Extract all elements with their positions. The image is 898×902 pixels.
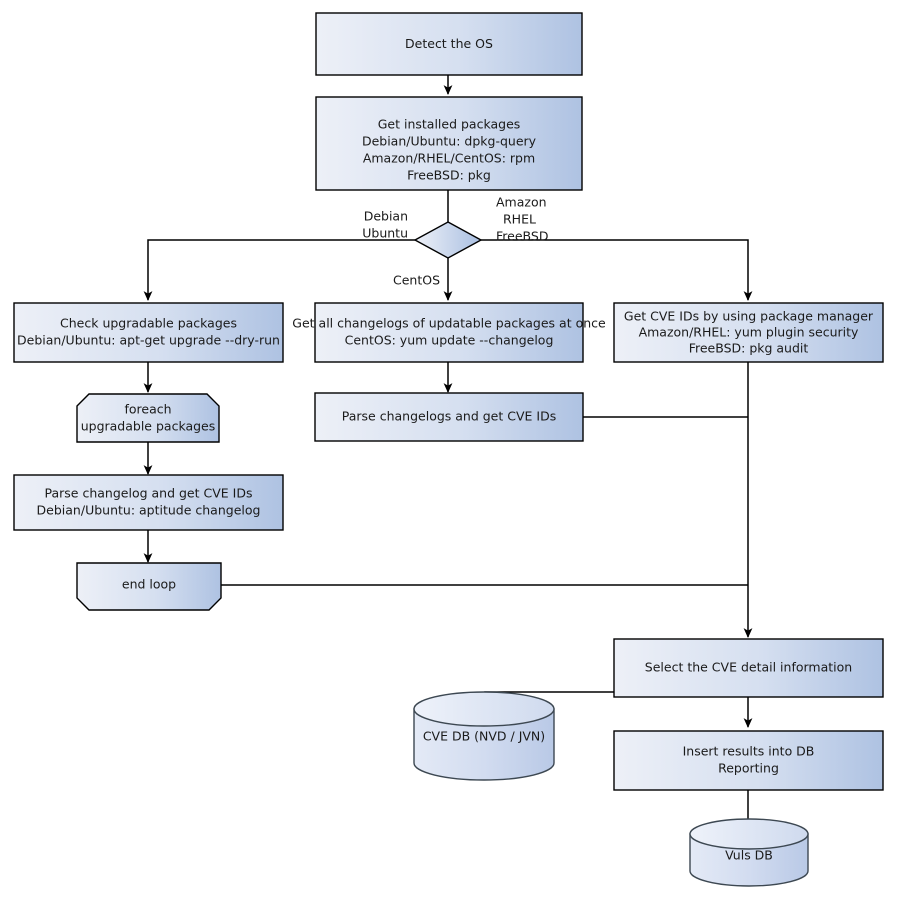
detect-os-box[interactable]: [315, 12, 583, 76]
vuls-db-label: Vuls DB: [725, 848, 773, 863]
node-check-upgradable[interactable]: Check upgradable packages Debian/Ubuntu:…: [13, 302, 284, 363]
foreach-line-2: upgradable packages: [81, 419, 216, 434]
insert-results-line-2: Reporting: [718, 761, 779, 776]
cve-db-label: CVE DB (NVD / JVN): [423, 729, 545, 744]
foreach-line-1: foreach: [124, 402, 171, 417]
node-foreach-loop-start[interactable]: foreach upgradable packages: [76, 393, 220, 443]
node-end-loop[interactable]: end loop: [76, 562, 222, 611]
get-cve-ids-line-3: FreeBSD: pkg audit: [689, 341, 809, 356]
node-os-decision[interactable]: [413, 221, 483, 259]
node-get-installed-packages[interactable]: Get installed packages Debian/Ubuntu: dp…: [315, 96, 583, 191]
label-rhel: RHEL: [503, 212, 536, 227]
insert-results-line-1: Insert results into DB: [683, 744, 815, 759]
foreach-loop-shape[interactable]: [76, 393, 220, 443]
get-installed-packages-line-1: Get installed packages: [378, 117, 521, 132]
edge-decision-to-get-cve-ids: [481, 239, 753, 302]
node-get-cve-ids-pkgmgr[interactable]: Get CVE IDs by using package manager Ama…: [613, 302, 884, 363]
parse-changelogs-bulk-box[interactable]: [314, 392, 584, 442]
get-installed-packages-line-2: Debian/Ubuntu: dpkg-query: [362, 134, 537, 149]
select-cve-detail-box[interactable]: [613, 638, 884, 698]
node-parse-changelog-single[interactable]: Parse changelog and get CVE IDs Debian/U…: [13, 474, 284, 531]
check-upgradable-box[interactable]: [13, 302, 284, 363]
check-upgradable-line-2: Debian/Ubuntu: apt-get upgrade --dry-run: [17, 333, 280, 348]
get-cve-ids-pkgmgr-box[interactable]: [613, 302, 884, 363]
node-cve-db[interactable]: CVE DB (NVD / JVN): [413, 691, 555, 781]
get-installed-packages-line-3: Amazon/RHEL/CentOS: rpm: [363, 151, 535, 166]
insert-results-box[interactable]: [613, 730, 884, 791]
get-installed-packages-box[interactable]: [315, 96, 583, 191]
node-select-cve-detail[interactable]: Select the CVE detail information: [613, 638, 884, 698]
edge-label-centos: CentOS: [393, 273, 440, 288]
os-decision-diamond[interactable]: [413, 221, 483, 259]
node-parse-changelogs-bulk[interactable]: Parse changelogs and get CVE IDs: [314, 392, 584, 442]
get-all-changelogs-line-2: CentOS: yum update --changelog: [345, 333, 554, 348]
edge-label-amazon-rhel-freebsd: Amazon RHEL FreeBSD: [496, 195, 548, 244]
get-cve-ids-line-2: Amazon/RHEL: yum plugin security: [639, 325, 859, 340]
node-detect-os[interactable]: Detect the OS: [315, 12, 583, 76]
get-cve-ids-line-1: Get CVE IDs by using package manager: [624, 309, 874, 324]
cve-db-cylinder-top: [413, 691, 555, 727]
label-amazon: Amazon: [496, 195, 547, 210]
parse-changelogs-bulk-label: Parse changelogs and get CVE IDs: [342, 409, 556, 424]
label-freebsd: FreeBSD: [496, 229, 548, 244]
label-centos: CentOS: [393, 273, 440, 288]
node-get-all-changelogs[interactable]: Get all changelogs of updatable packages…: [292, 302, 606, 363]
parse-changelog-single-box[interactable]: [13, 474, 284, 531]
cve-db-cylinder-body[interactable]: [413, 708, 555, 781]
node-vuls-db[interactable]: Vuls DB: [689, 818, 809, 887]
detect-os-label: Detect the OS: [405, 36, 493, 51]
parse-changelog-line-1: Parse changelog and get CVE IDs: [45, 486, 253, 501]
check-upgradable-line-1: Check upgradable packages: [60, 316, 237, 331]
edge-label-debian-ubuntu: Debian Ubuntu: [362, 209, 408, 241]
end-loop-shape[interactable]: [76, 562, 222, 611]
edge-decision-to-check-upgradable: [143, 239, 415, 302]
select-cve-detail-label: Select the CVE detail information: [645, 660, 852, 675]
get-installed-packages-line-4: FreeBSD: pkg: [407, 168, 491, 183]
node-insert-results[interactable]: Insert results into DB Reporting: [613, 730, 884, 791]
vuls-db-cylinder-top: [689, 818, 809, 850]
label-ubuntu: Ubuntu: [362, 226, 408, 241]
parse-changelog-line-2: Debian/Ubuntu: aptitude changelog: [37, 503, 261, 518]
get-all-changelogs-box[interactable]: [314, 302, 584, 363]
label-debian: Debian: [364, 209, 408, 224]
end-loop-label: end loop: [122, 577, 176, 592]
get-all-changelogs-line-1: Get all changelogs of updatable packages…: [292, 316, 606, 331]
